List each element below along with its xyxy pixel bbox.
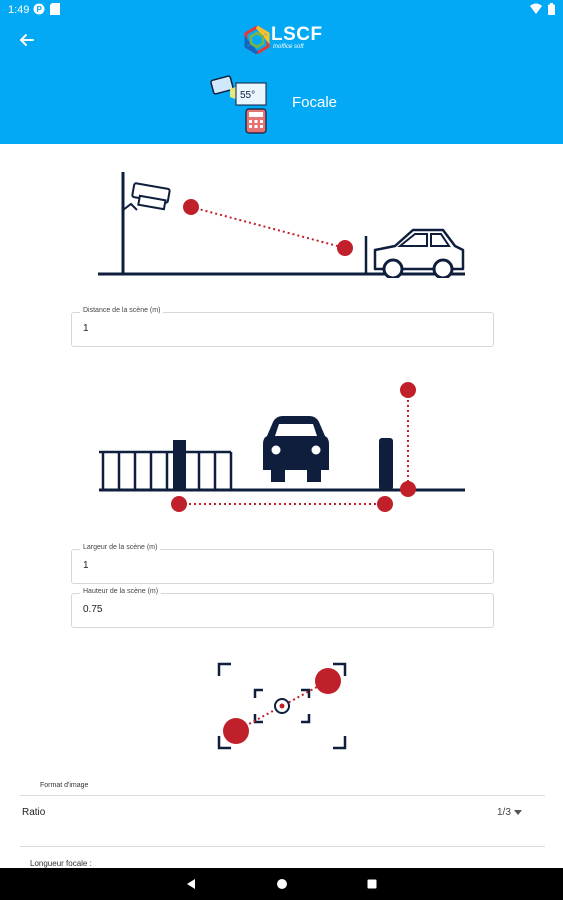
status-left-icons: P (33, 3, 60, 15)
width-input[interactable] (83, 560, 443, 571)
width-marker-end (377, 496, 393, 512)
divider-bottom (20, 846, 545, 847)
distance-field[interactable]: Distance de la scène (m) (71, 307, 494, 347)
status-right-icons (530, 3, 555, 15)
sim-icon (50, 3, 60, 15)
focale-icon-badge: 55° (240, 90, 255, 101)
ratio-select[interactable]: 1/3 (497, 807, 522, 818)
status-bar: 1:49 P (0, 0, 563, 20)
divider-top (20, 795, 545, 796)
height-field[interactable]: Hauteur de la scène (m) (71, 588, 494, 628)
arrow-back-icon (20, 34, 34, 46)
width-field[interactable]: Largeur de la scène (m) (71, 544, 494, 584)
distance-input[interactable] (83, 323, 443, 334)
zoom-illustration (217, 662, 347, 750)
camera-icon (122, 182, 171, 211)
height-input[interactable] (83, 604, 443, 615)
gate-icon (99, 450, 233, 490)
navigation-bar (0, 868, 563, 900)
app-bar: LSCF Inoffice soft 55° Focale (0, 20, 563, 144)
back-button[interactable] (12, 26, 40, 54)
app-logo: LSCF Inoffice soft (244, 24, 324, 58)
height-marker-top (400, 382, 416, 398)
zoom-marker-small (223, 718, 249, 744)
distance-marker-end (337, 240, 353, 256)
svg-text:P: P (37, 5, 43, 14)
battery-icon (548, 3, 555, 15)
distance-marker-start (183, 199, 199, 215)
page-title: Focale (292, 94, 338, 111)
nav-back-icon (187, 879, 195, 889)
status-time: 1:49 (8, 4, 30, 16)
distance-illustration (98, 172, 465, 278)
nav-recents-icon (367, 879, 377, 889)
hexagon-logo-icon (244, 26, 270, 54)
height-marker-bottom (400, 481, 416, 497)
ratio-label: Ratio (22, 807, 46, 818)
width-field-label: Largeur de la scène (m) (80, 544, 161, 551)
logo-text: LSCF (271, 24, 323, 45)
car-side-icon (373, 228, 465, 278)
notification-p-icon: P (33, 3, 45, 15)
ratio-value: 1/3 (497, 807, 511, 818)
distance-field-label: Distance de la scène (m) (80, 307, 164, 314)
logo-subtext: Inoffice soft (273, 44, 304, 50)
height-field-label: Hauteur de la scène (m) (80, 588, 162, 595)
nav-home-icon (277, 879, 287, 889)
scene-size-illustration (99, 382, 465, 512)
nav-recents-button[interactable] (364, 876, 380, 892)
barrier-post-right (379, 438, 393, 490)
gate-post-left (173, 440, 186, 490)
width-marker-start (171, 496, 187, 512)
wifi-icon (530, 3, 542, 14)
dropdown-arrow-icon (513, 810, 522, 815)
content-area: Distance de la scène (m) Largeur de la s… (0, 144, 563, 868)
car-front-icon (263, 416, 329, 482)
focale-icon: 55° (210, 75, 272, 135)
nav-home-button[interactable] (274, 876, 290, 892)
zoom-marker-large (315, 668, 341, 694)
focal-length-label: Longueur focale : (30, 859, 92, 868)
format-section-label: Format d'image (40, 782, 89, 789)
nav-back-button[interactable] (183, 876, 199, 892)
